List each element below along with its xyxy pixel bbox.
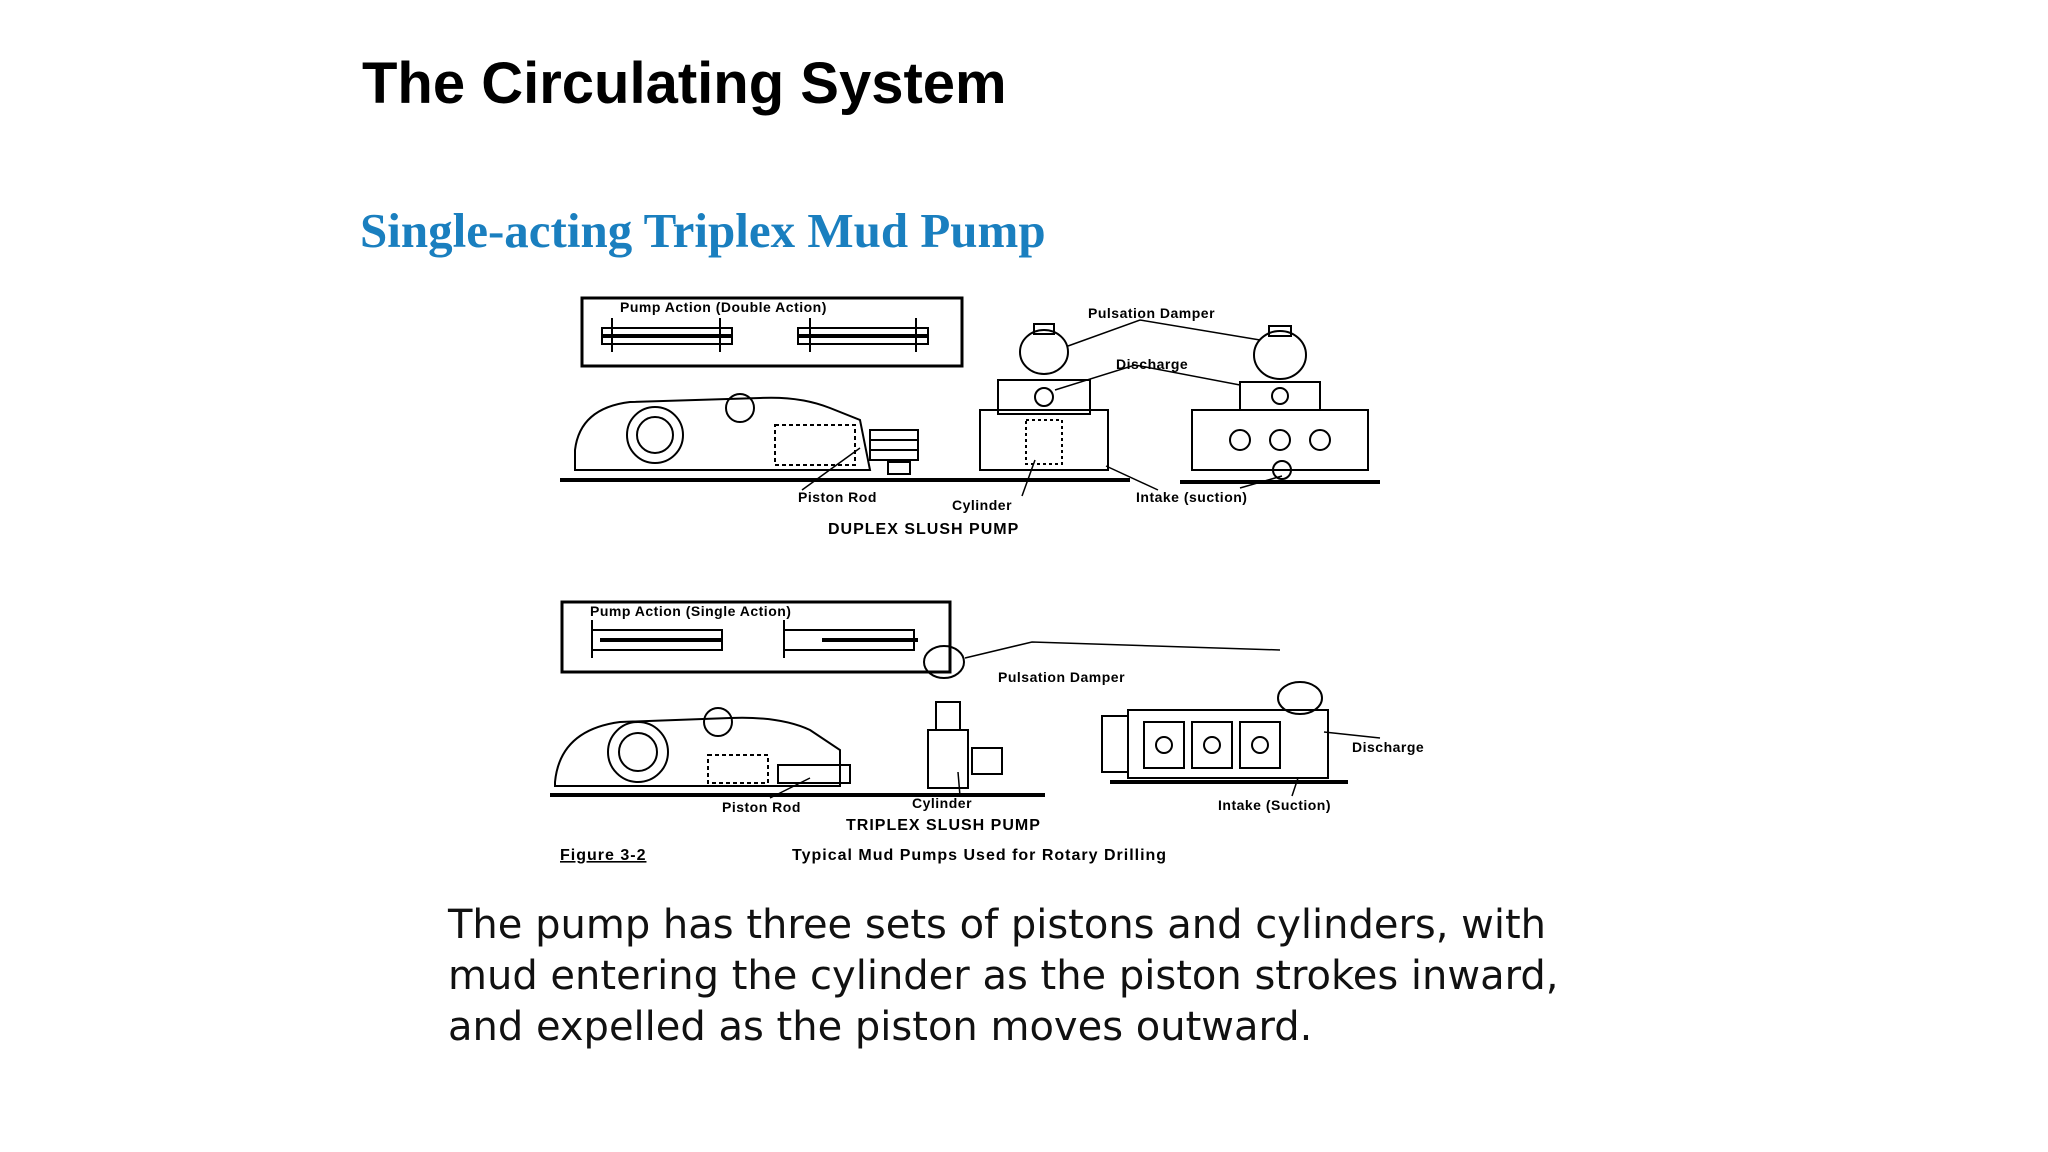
duplex-side-damper	[1253, 330, 1307, 380]
duplex-cylinder-label: Cylinder	[952, 497, 1012, 513]
duplex-inset-piston-left	[601, 318, 733, 352]
triplex-crank-wheel	[607, 721, 669, 783]
triplex-pulsation-damper-label: Pulsation Damper	[998, 669, 1125, 685]
duplex-pulsation-damper	[1019, 329, 1069, 375]
duplex-caption: DUPLEX SLUSH PUMP	[828, 521, 1019, 538]
triplex-pulsation-damper	[923, 645, 965, 679]
mud-pump-figure: Pump Action (Double Action) Pulsation Da…	[550, 296, 1424, 864]
triplex-power-end	[554, 716, 841, 787]
body-line: The pump has three sets of pistons and c…	[448, 902, 1547, 948]
duplex-pump-illustration	[560, 296, 1380, 497]
triplex-cylinder-label: Cylinder	[912, 795, 972, 811]
triplex-discharge-label: Discharge	[1352, 739, 1424, 755]
duplex-inset-label: Pump Action (Double Action)	[620, 299, 827, 315]
triplex-piston-rod-housing	[777, 764, 851, 784]
triplex-inset-piston-left	[591, 620, 723, 658]
triplex-fluid-end	[927, 729, 969, 789]
body-line: and expelled as the piston moves outward…	[448, 1004, 1313, 1050]
duplex-inset-box	[580, 296, 964, 368]
duplex-discharge-label: Discharge	[1116, 356, 1188, 372]
duplex-cover-plate	[774, 424, 856, 466]
body-paragraph: The pump has three sets of pistons and c…	[448, 900, 1648, 1053]
duplex-intake-label: Intake (suction)	[1136, 489, 1247, 505]
duplex-power-end	[574, 396, 872, 471]
triplex-pump-illustration	[550, 600, 1381, 799]
triplex-side-damper	[1277, 681, 1323, 715]
triplex-inset-label: Pump Action (Single Action)	[590, 603, 791, 619]
triplex-inset-piston-right	[783, 620, 918, 658]
duplex-intake-port	[1272, 460, 1292, 480]
duplex-pulsation-damper-label: Pulsation Damper	[1088, 305, 1215, 321]
duplex-fluid-end	[979, 409, 1109, 471]
triplex-intake-label: Intake (Suction)	[1218, 797, 1331, 813]
duplex-crank-wheel	[626, 406, 684, 464]
triplex-inset-box	[560, 600, 952, 674]
slide-subtitle: Single-acting Triplex Mud Pump	[360, 203, 1046, 258]
duplex-inset-piston-right	[797, 318, 929, 352]
figure-caption: Typical Mud Pumps Used for Rotary Drilli…	[792, 847, 1167, 864]
triplex-piston-rod-label: Piston Rod	[722, 799, 801, 815]
duplex-piston-rod-housing	[869, 429, 919, 461]
body-line: mud entering the cylinder as the piston …	[448, 953, 1559, 999]
slide-title: The Circulating System	[362, 51, 1007, 116]
figure-number: Figure 3-2	[560, 847, 646, 864]
duplex-piston-rod-label: Piston Rod	[798, 489, 877, 505]
triplex-caption: TRIPLEX SLUSH PUMP	[846, 817, 1041, 834]
